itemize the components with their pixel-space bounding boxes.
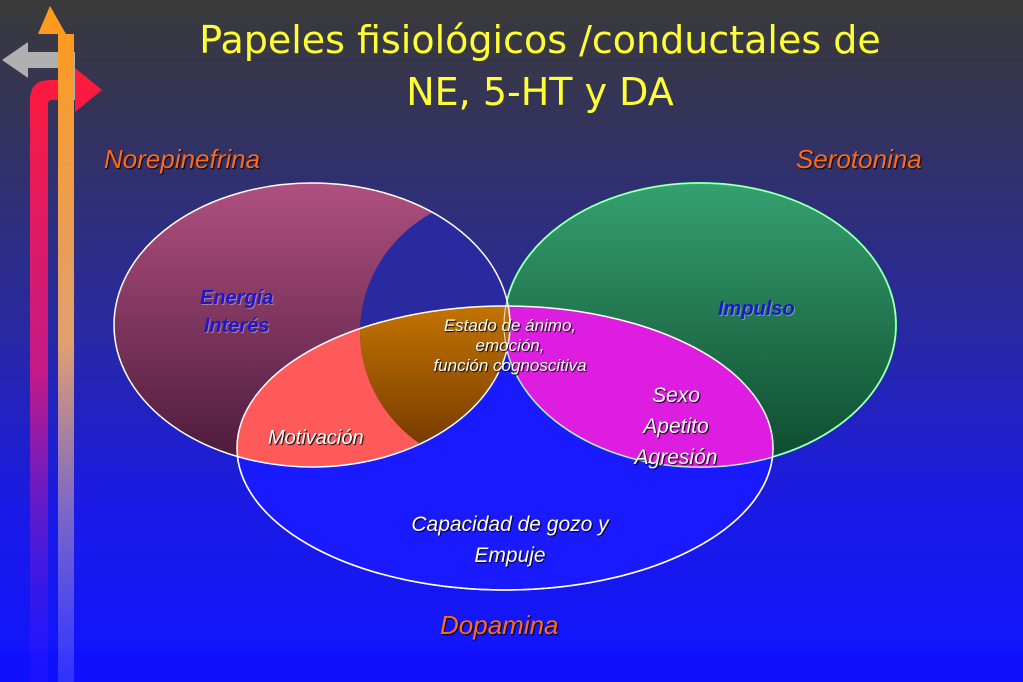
bottom-band (0, 650, 1023, 682)
center-line-1: Estado de ánimo, (443, 316, 577, 335)
center-region (360, 306, 510, 467)
ne-da-line-1: Motivación (268, 427, 364, 449)
grey-arrow-icon (2, 42, 75, 100)
ne-only-line-2: Interés (203, 315, 270, 337)
ht-da-line-3: Agresión (634, 446, 718, 469)
red-arrow-icon (30, 68, 102, 682)
serotonin-label: Serotonina (796, 144, 922, 174)
title-line-1: Papeles fisiológicos /conductales de (199, 18, 881, 62)
title-line-2: NE, 5-HT y DA (406, 70, 674, 114)
ht-only-line-1: Impulso (718, 298, 795, 320)
slide-title: Papeles fisiológicos /conductales de NE,… (140, 14, 940, 118)
ne-da-text: Motivación (268, 427, 364, 450)
ht-da-line-1: Sexo (652, 384, 700, 407)
ht-da-text: Sexo Apetito Agresión (616, 380, 736, 473)
da-only-line-1: Capacidad de gozo y (411, 513, 609, 536)
ne-only-text: Energía Interés (200, 284, 273, 340)
da-only-text: Capacidad de gozo y Empuje (380, 509, 640, 571)
decorative-arrows (2, 6, 102, 682)
dopamine-label: Dopamina (440, 610, 559, 640)
center-line-2: emoción, (475, 336, 545, 355)
ht-only-text: Impulso (718, 298, 795, 321)
ht-da-line-2: Apetito (643, 415, 709, 438)
center-line-3: función cognoscitiva (433, 356, 587, 375)
orange-arrow-icon (38, 6, 74, 682)
norepinephrine-label: Norepinefrina (104, 144, 261, 174)
da-only-line-2: Empuje (474, 544, 546, 567)
ne-only-line-1: Energía (200, 287, 274, 309)
center-text: Estado de ánimo, emoción, función cognos… (400, 316, 620, 376)
